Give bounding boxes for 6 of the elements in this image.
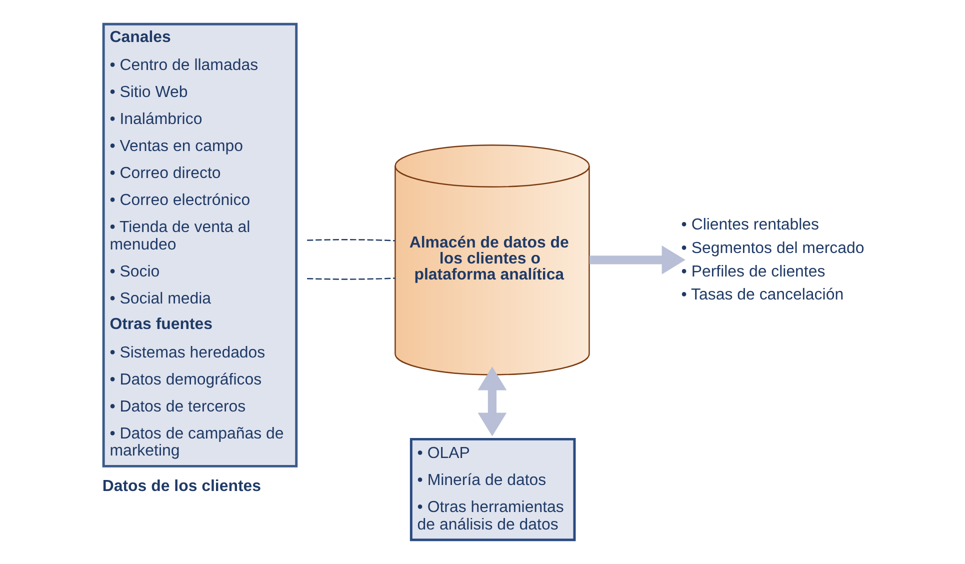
node-text: • Clientes rentables • Segmentos del mercado • Perfiles de clientes • Tasas de cancelación bbox=[680, 216, 864, 304]
arrow bbox=[477, 366, 506, 436]
arrow bbox=[588, 245, 685, 274]
connector bbox=[306, 239, 395, 242]
connector bbox=[306, 278, 395, 280]
node-label: Datos de los clientes bbox=[102, 478, 261, 496]
